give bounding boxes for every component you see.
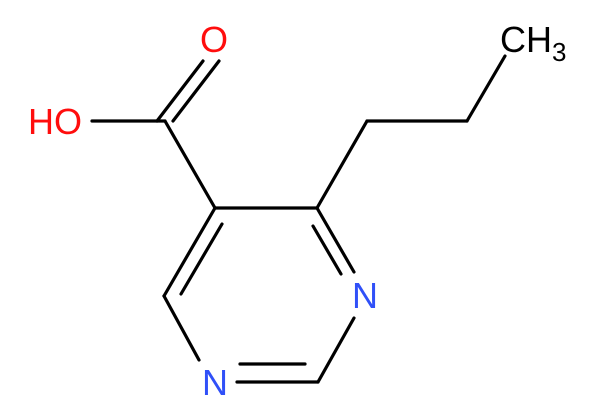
bond-c4-propyl-c1 — [315, 119, 369, 210]
bond-propyl-c2-c3 — [465, 54, 507, 123]
methyl-main-label: CH — [500, 19, 552, 60]
hydroxyl-label: HO — [28, 101, 82, 142]
ring-nitrogen-bottom-label: N — [202, 362, 228, 403]
bond-c6-c5 — [162, 206, 217, 298]
bond-c4-n3 — [315, 206, 356, 274]
bond-n3-c2 — [316, 316, 356, 384]
bond-carbonyl-double-a — [155, 59, 205, 123]
bond-c5-carboxyl — [163, 119, 217, 210]
ring-nitrogen-right-label: N — [352, 275, 378, 316]
methyl-subscript-label: 3 — [552, 37, 566, 67]
bond-c6-c5-inner — [179, 222, 224, 296]
bond-carbonyl-double-b — [171, 59, 221, 123]
carbonyl-oxygen-label: O — [200, 19, 228, 60]
methyl-label: CH3 — [500, 19, 566, 67]
bond-n1-c6 — [162, 294, 201, 362]
bond-c4-n3-inner — [311, 224, 343, 276]
